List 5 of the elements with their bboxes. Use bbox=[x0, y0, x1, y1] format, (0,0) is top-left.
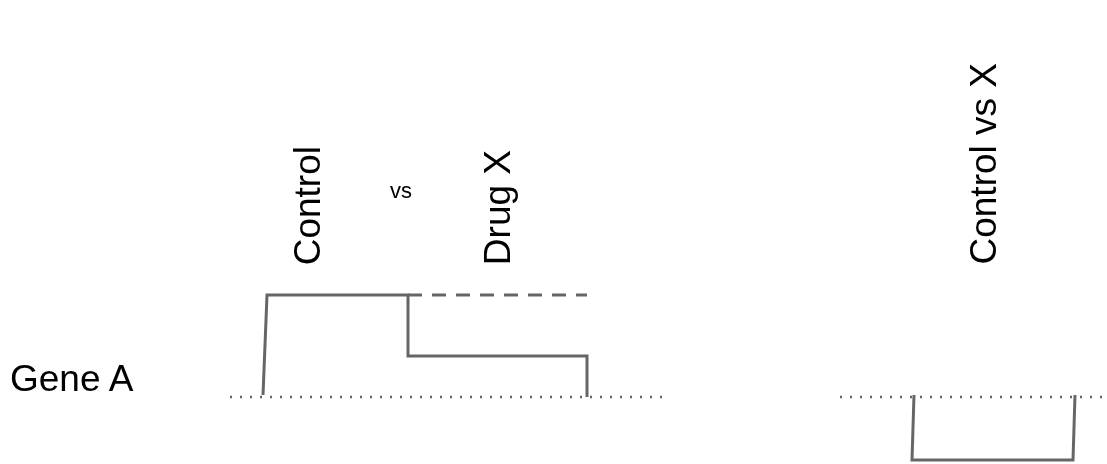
axis-label: vs bbox=[390, 180, 412, 202]
axis-label: Control bbox=[289, 145, 326, 265]
row-label: Gene A bbox=[10, 360, 134, 397]
axis-label: Drug X bbox=[479, 149, 516, 265]
axis-label: Control vs X bbox=[965, 63, 1002, 265]
